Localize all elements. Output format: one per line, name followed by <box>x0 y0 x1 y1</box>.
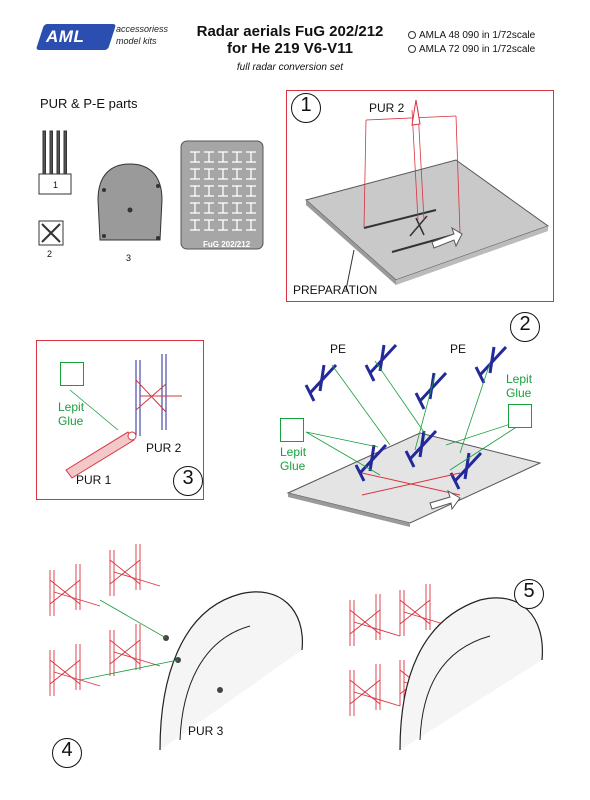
drawing-stroke <box>49 579 81 605</box>
logo-subtitle-2: model kits <box>116 36 157 46</box>
step-1-number: 1 <box>291 93 321 123</box>
glue-text: Glue <box>280 459 306 473</box>
step-3-number: 3 <box>173 466 203 496</box>
drawing-stroke <box>49 659 81 685</box>
drawing-stroke <box>113 651 161 667</box>
part-2-label: 2 <box>47 249 53 259</box>
drawing-stroke <box>53 671 101 687</box>
glue-text: Lepit <box>506 372 533 386</box>
step-4-pur-3: PUR 3 <box>188 724 224 738</box>
drawing-stroke <box>488 346 496 374</box>
drawing-stroke <box>364 364 376 382</box>
catalog-entry-72: AMLA 72 090 in 1/72scale <box>408 44 535 55</box>
step-2-pe-right: PE <box>450 342 467 356</box>
catalog-entry-text: AMLA 72 090 in 1/72scale <box>419 44 536 55</box>
step-1-panel <box>286 90 554 302</box>
glue-tube-icon <box>280 418 304 442</box>
parts-title: PUR & P-E parts <box>40 96 138 111</box>
drawing-stroke <box>399 599 431 625</box>
bullet-icon <box>408 31 416 40</box>
step-3-pur-1: PUR 1 <box>76 473 112 487</box>
drawing-stroke <box>418 430 426 458</box>
pe-fret-label: FuG 202/212 <box>203 240 251 249</box>
drawing-stroke <box>368 444 376 472</box>
step-2-number: 2 <box>510 312 540 342</box>
step-3-panel <box>36 340 204 500</box>
drawing-stroke <box>353 621 401 637</box>
step-1-pur-label: PUR 2 <box>369 101 405 115</box>
glue-text: Glue <box>58 414 84 428</box>
step-3-drawing <box>65 354 182 479</box>
drawing-stroke <box>349 609 381 635</box>
drawing-stroke <box>53 591 101 607</box>
drawing-stroke <box>113 571 161 587</box>
drawing-stroke <box>109 639 141 665</box>
step-5-number: 5 <box>514 579 544 609</box>
glue-text: Lepit <box>58 400 85 414</box>
drawing-stroke <box>318 364 326 392</box>
drawing-stroke <box>354 464 366 482</box>
part-3-label: 3 <box>126 253 132 263</box>
step-3-pur-2: PUR 2 <box>146 441 182 455</box>
page-title-line2: for He 219 V6-V11 <box>227 40 353 57</box>
step-5-drawing <box>349 584 543 751</box>
drawing-stroke <box>474 366 486 384</box>
drawing-stroke <box>404 450 416 468</box>
glue-tube-icon <box>508 404 532 428</box>
drawing-stroke <box>109 559 141 585</box>
drawing-stroke <box>463 452 471 480</box>
catalog-entry-48: AMLA 48 090 in 1/72scale <box>408 30 535 41</box>
drawing-stroke <box>353 691 401 707</box>
brand-logo: AML accessoriess model kits <box>35 22 168 54</box>
part-1-label: 1 <box>53 180 59 190</box>
drawing-stroke <box>414 392 426 410</box>
step-4-drawing <box>49 544 303 751</box>
drawing-stroke <box>304 384 316 402</box>
part-1-rods-drawing <box>38 130 72 195</box>
glue-text: Lepit <box>280 445 307 459</box>
step-2-pe-left: PE <box>330 342 347 356</box>
part-2-cross-drawing <box>38 220 64 246</box>
page-subtitle: full radar conversion set <box>236 62 344 73</box>
glue-tube-icon <box>60 362 84 386</box>
catalog-entry-text: AMLA 48 090 in 1/72scale <box>419 30 536 41</box>
step-4-number: 4 <box>52 738 82 768</box>
pe-fret-drawing <box>180 140 264 250</box>
page-title: Radar aerials FuG 202/212 <box>196 23 384 40</box>
drawing-stroke <box>449 472 461 490</box>
logo-subtitle-1: accessoriess <box>116 24 169 34</box>
step-1-preparation-label: PREPARATION <box>293 283 378 297</box>
bullet-icon <box>408 45 416 54</box>
step-1-drawing <box>304 99 550 291</box>
glue-text: Glue <box>506 386 532 400</box>
logo-text: AML <box>46 27 85 46</box>
drawing-stroke <box>349 679 381 705</box>
step-2-drawing <box>286 343 542 527</box>
drawing-stroke <box>378 344 386 372</box>
part-3-nose-cap-drawing <box>97 163 163 241</box>
